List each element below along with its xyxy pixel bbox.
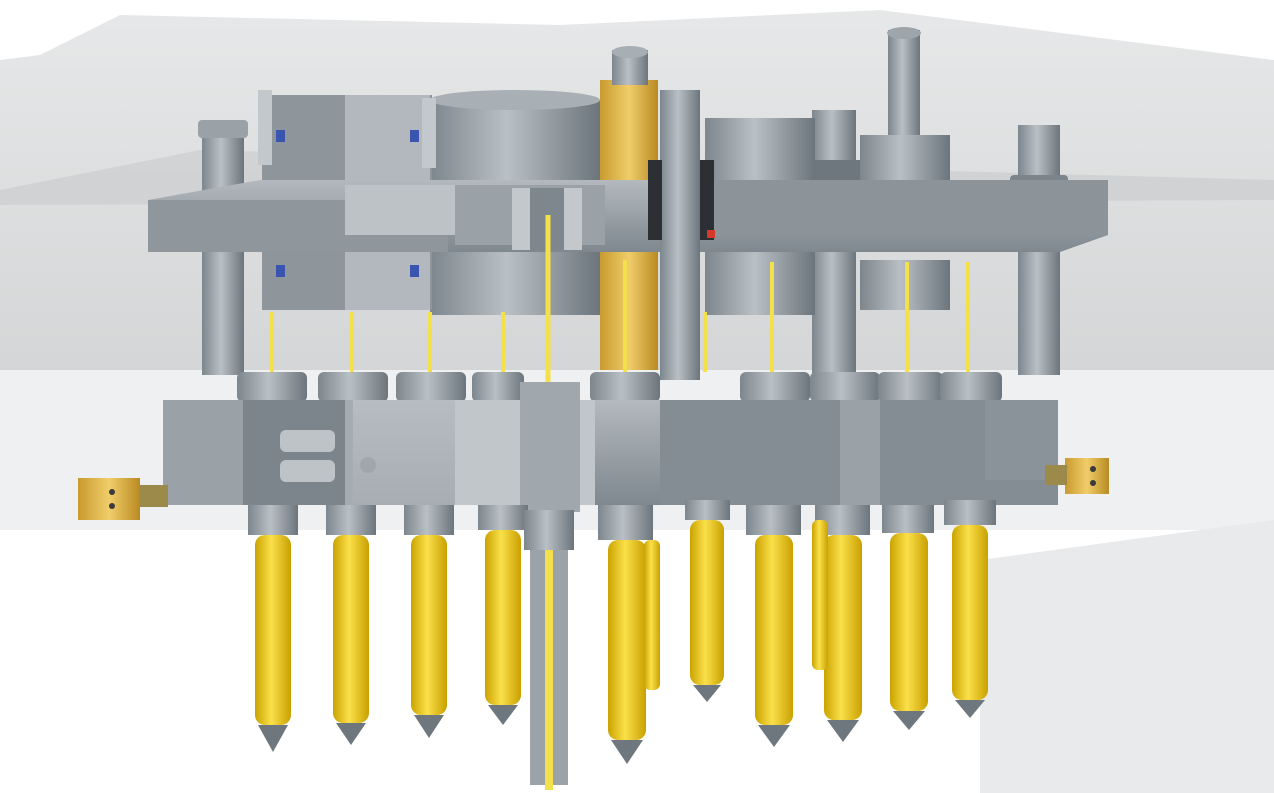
nozzle bbox=[404, 505, 454, 738]
nozzle bbox=[478, 505, 528, 725]
nozzle bbox=[746, 505, 801, 747]
nozzle bbox=[815, 505, 870, 742]
connector-left bbox=[78, 478, 140, 520]
nozzle bbox=[598, 505, 653, 764]
seal-blue bbox=[276, 265, 285, 277]
nozzle-back bbox=[644, 520, 828, 690]
nozzles bbox=[248, 500, 996, 790]
seal-blue bbox=[276, 130, 285, 142]
red-indicator bbox=[707, 230, 715, 238]
nozzle bbox=[248, 505, 298, 752]
nozzle-collars bbox=[237, 372, 1002, 402]
seal-blue bbox=[410, 265, 419, 277]
lower-manifold-block bbox=[163, 382, 1058, 512]
nozzle bbox=[685, 500, 730, 702]
connector-right bbox=[1065, 458, 1109, 494]
nozzle bbox=[944, 500, 996, 718]
nozzle-center-sprue bbox=[524, 510, 574, 790]
nozzle bbox=[882, 505, 934, 730]
side-connectors bbox=[78, 458, 1109, 520]
top-manifold-plate bbox=[148, 180, 1108, 252]
seal-blue bbox=[410, 130, 419, 142]
vertical-arm bbox=[648, 90, 715, 380]
nozzle bbox=[326, 505, 376, 745]
